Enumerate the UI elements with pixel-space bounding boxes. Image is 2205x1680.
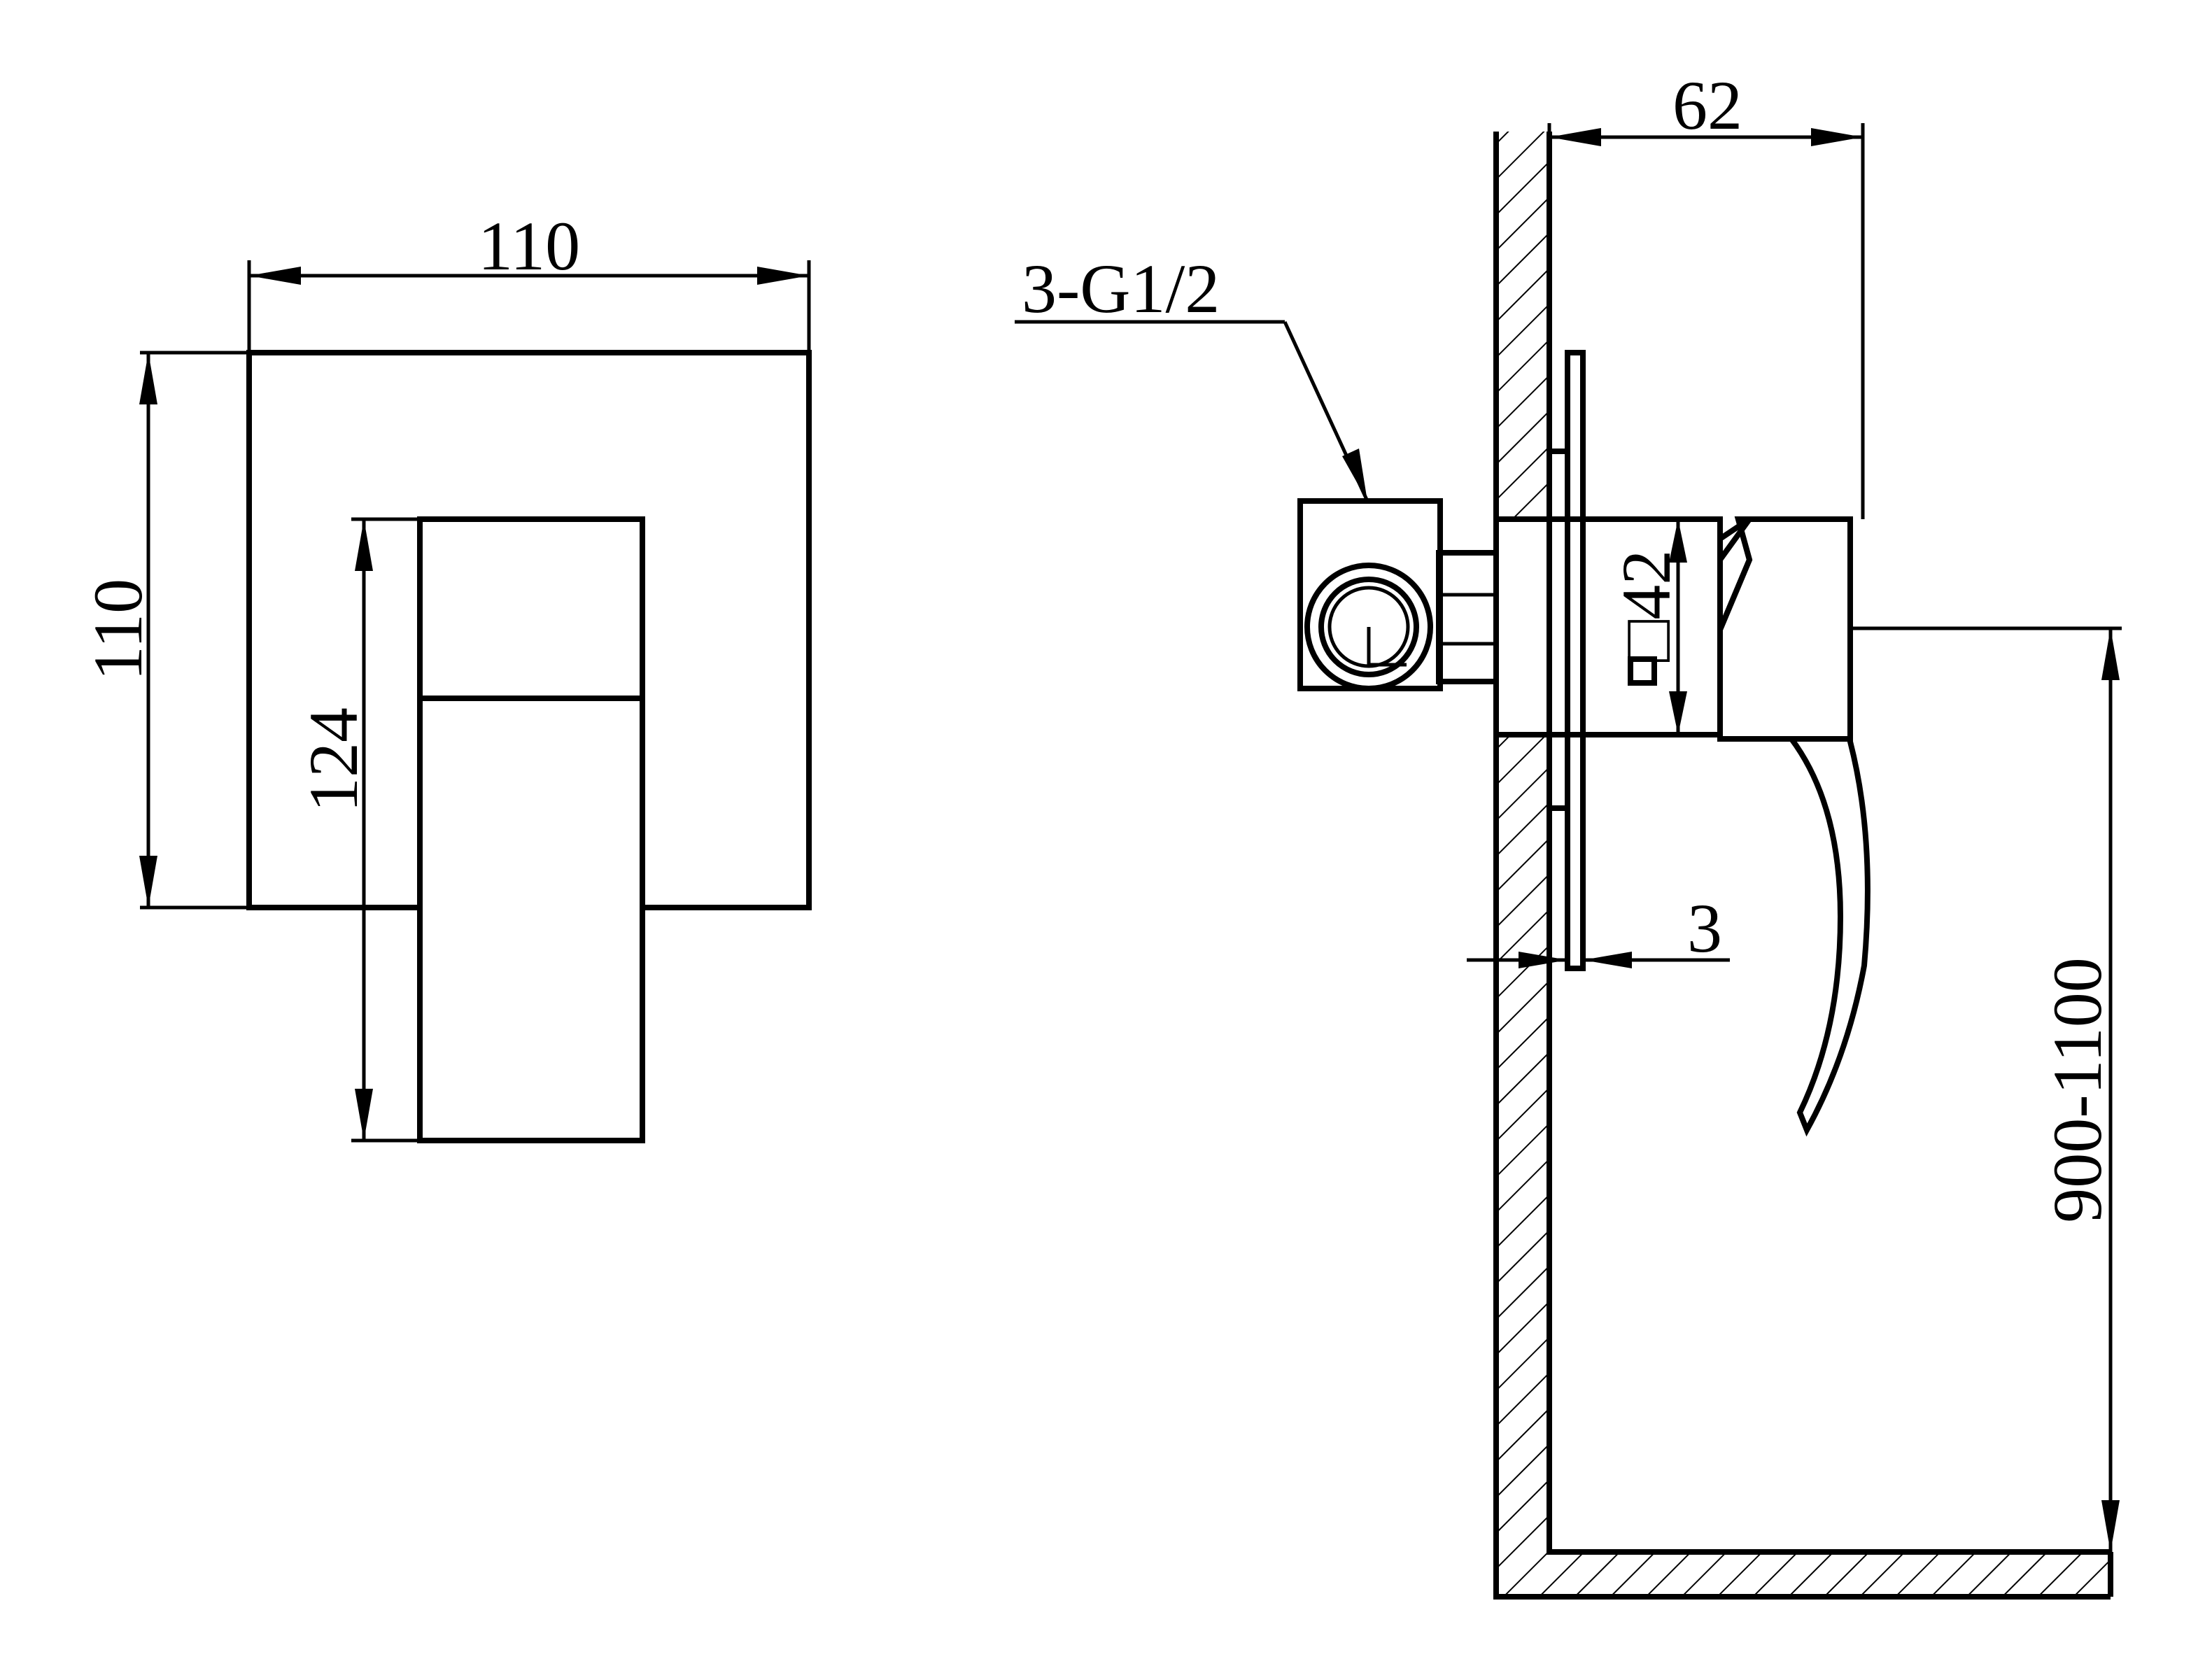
pipe-outlet-outer (1304, 563, 1433, 691)
square-marker (1628, 656, 1657, 686)
depth-dimension: 62 (1547, 66, 1865, 519)
front-height-dimension: 110 (79, 351, 246, 910)
plate-thickness-dimension: 3 (1467, 889, 1730, 968)
front-handle-height-dimension: 124 (295, 517, 417, 1143)
connection-leader: 3-G1/2 (1015, 250, 1369, 502)
connection-label: 3-G1/2 (1022, 250, 1220, 327)
square-dimension: □42 (1607, 519, 1687, 735)
mount-height-label: 900-1100 (2038, 957, 2116, 1223)
pipe-outlet-inner (1318, 577, 1419, 677)
side-handle (1717, 516, 1871, 1137)
wall-section (1493, 132, 2113, 1600)
side-view: 3-G1/2 62 □42 3 (1015, 66, 2122, 1600)
front-view: 110 110 124 (79, 207, 812, 1143)
front-width-dimension: 110 (247, 207, 811, 350)
front-width-label: 110 (478, 207, 580, 285)
front-height-label: 110 (79, 579, 157, 681)
pipe-connection (1297, 498, 1499, 691)
front-handle (417, 516, 645, 1143)
mount-height-dimension: 900-1100 (1850, 626, 2122, 1552)
square-label: □42 (1607, 550, 1685, 662)
front-handle-height-label: 124 (295, 707, 372, 812)
plate-thickness-label: 3 (1687, 889, 1722, 967)
depth-label: 62 (1672, 66, 1742, 144)
